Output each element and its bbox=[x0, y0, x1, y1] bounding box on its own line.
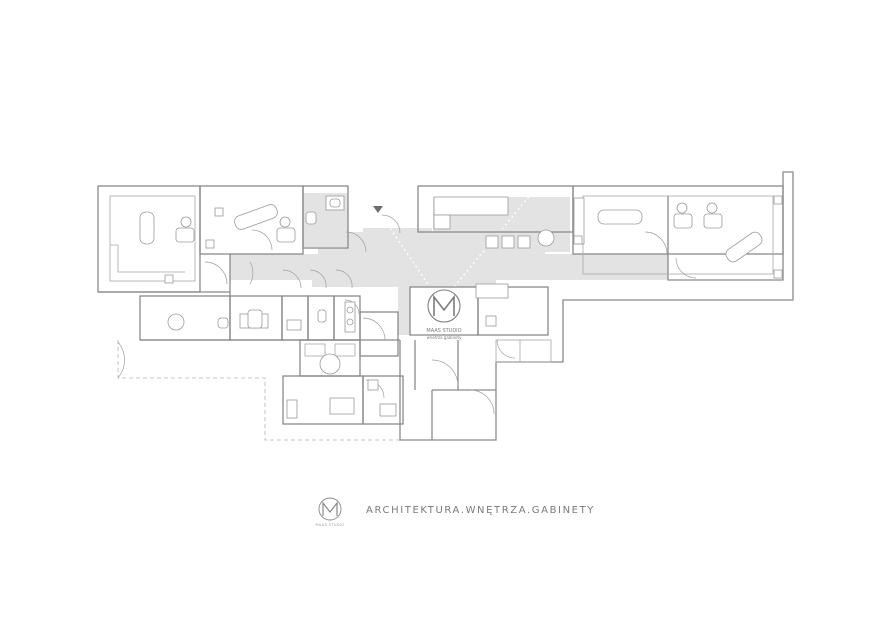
walls bbox=[97, 171, 794, 441]
watermark-title: MAAS STUDIO bbox=[426, 328, 461, 334]
doors bbox=[117, 214, 697, 415]
watermark-subtitle: wnetrza gabinety bbox=[427, 335, 463, 340]
entrance-arrow-icon bbox=[373, 206, 383, 213]
brand-logo-icon bbox=[318, 497, 342, 521]
brand-logo-caption: MAAS STUDIO bbox=[315, 523, 345, 527]
footer-tagline: ARCHITEKTURA.WNĘTRZA.GABINETY bbox=[366, 505, 596, 516]
furniture bbox=[139, 195, 783, 419]
watermark-logo: MAAS STUDIO wnetrza gabinety bbox=[426, 289, 463, 340]
